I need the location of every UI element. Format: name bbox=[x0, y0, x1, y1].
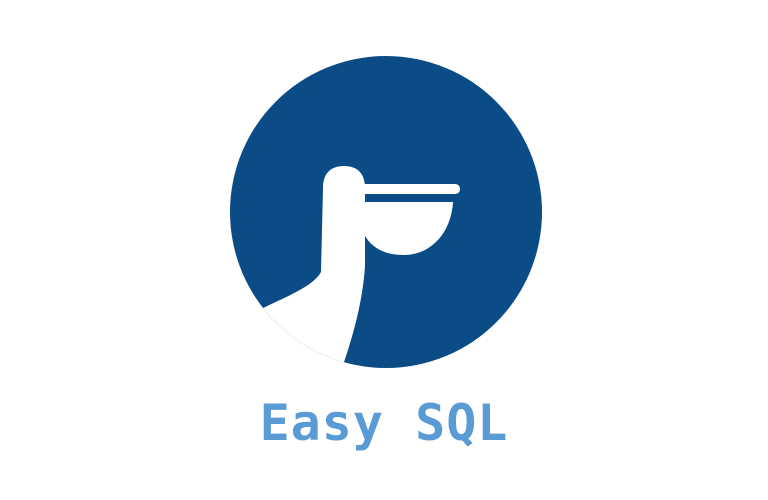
pelican-beak bbox=[358, 184, 460, 255]
app-title: Easy SQL bbox=[259, 394, 509, 452]
pelican-icon bbox=[230, 56, 542, 368]
app-logo bbox=[230, 56, 542, 368]
